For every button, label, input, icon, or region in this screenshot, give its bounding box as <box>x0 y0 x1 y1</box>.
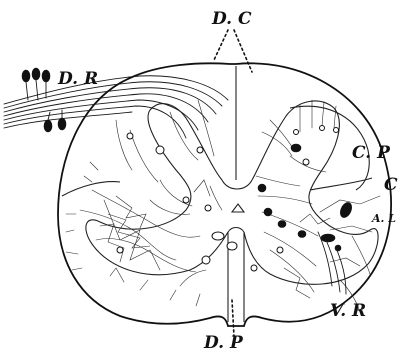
label-dorsal-commissure: D. C <box>211 9 252 29</box>
label-dorsal-p: D. P <box>203 333 244 351</box>
label-anterolateral: A. L <box>371 212 396 225</box>
label-column-c: C <box>384 175 398 195</box>
label-posterior-column: C. P <box>352 143 391 163</box>
label-dorsal-root: D. R <box>57 69 98 89</box>
label-ventral-root: V. R <box>330 301 366 321</box>
dc-pointer-left <box>214 30 228 60</box>
